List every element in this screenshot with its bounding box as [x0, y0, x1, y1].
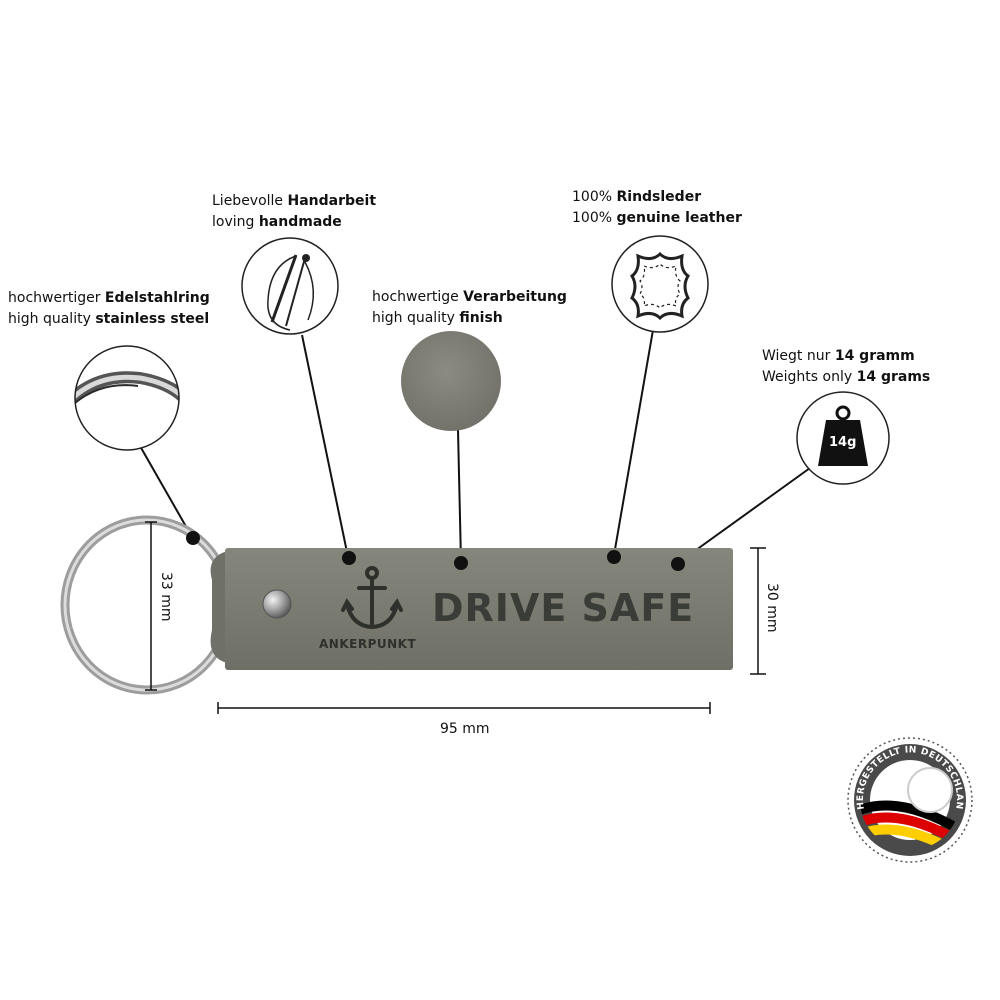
badge-text: HERGESTELLT IN DEUTSCHLAND — [845, 735, 964, 810]
callout-lines — [139, 329, 811, 564]
callout-line-leather — [613, 329, 654, 556]
dimension-ring-height: 33 mm — [158, 572, 174, 622]
leather-tag — [225, 548, 733, 670]
svg-text:HERGESTELLT IN DEUTSCHLAND: HERGESTELLT IN DEUTSCHLAND — [845, 735, 964, 810]
feature-text-bold: Verarbeitung — [463, 289, 567, 305]
feature-text: high quality — [8, 311, 96, 327]
feature-text: 100% — [572, 189, 617, 205]
feature-label-handmade: Liebevolle Handarbeit loving handmade — [212, 191, 376, 233]
steel-ring-photo — [74, 345, 180, 451]
dimension-tag-length: 95 mm — [440, 721, 490, 737]
feature-text-bold: Rindsleder — [616, 189, 702, 205]
callout-line-weight — [677, 467, 811, 564]
feature-text: loving — [212, 214, 259, 230]
weight-icon-label: 14g — [829, 435, 857, 450]
feature-text: hochwertiger — [8, 290, 105, 306]
callout-line-ring — [139, 445, 193, 538]
feature-text: Weights only — [762, 369, 857, 385]
leather-hide-icon — [611, 235, 709, 333]
feature-text: Wiegt nur — [762, 348, 835, 364]
rivet — [262, 589, 292, 619]
feature-text: 100% — [572, 210, 617, 226]
feature-text-bold: genuine leather — [616, 210, 742, 226]
callout-line-handmade — [301, 334, 349, 558]
tag-slogan: DRIVE SAFE — [432, 586, 695, 630]
feature-text: Liebevolle — [212, 193, 288, 209]
callout-dots — [186, 531, 685, 571]
callout-dot-ring — [186, 531, 200, 545]
feature-text-bold: finish — [459, 310, 503, 326]
callout-dot-leather — [607, 550, 621, 564]
feature-text: hochwertige — [372, 289, 464, 305]
callout-dot-finish — [454, 556, 468, 570]
dimension-lines — [145, 521, 766, 714]
needle-thread-icon — [241, 237, 339, 335]
anchor-icon — [341, 566, 403, 630]
dimension-tag-height: 30 mm — [764, 583, 780, 633]
feature-label-leather: 100% Rindsleder 100% genuine leather — [572, 187, 742, 229]
feature-label-finish: hochwertige Verarbeitung high quality fi… — [372, 287, 567, 329]
tag-brand: ANKERPUNKT — [319, 637, 417, 651]
key-ring — [60, 515, 234, 695]
feature-text-bold: handmade — [258, 214, 342, 230]
badge-label: HERGESTELLT IN DEUTSCHLAND — [845, 735, 964, 810]
weight-icon — [796, 391, 890, 485]
callout-dot-weight — [671, 557, 685, 571]
feature-label-weight: Wiegt nur 14 gramm Weights only 14 grams — [762, 346, 930, 388]
callout-dot-handmade — [342, 551, 356, 565]
feature-text-bold: stainless steel — [95, 311, 210, 327]
made-in-germany-badge — [847, 737, 973, 863]
feature-text-bold: Handarbeit — [287, 193, 377, 209]
feature-label-ring: hochwertiger Edelstahlring high quality … — [8, 288, 210, 330]
callout-line-finish — [457, 429, 462, 563]
feature-text: high quality — [372, 310, 460, 326]
leather-surface-swatch — [401, 331, 501, 431]
feature-text-bold: Edelstahlring — [104, 290, 210, 306]
feature-text-bold: 14 gramm — [834, 348, 915, 364]
feature-text-bold: 14 grams — [856, 369, 931, 385]
